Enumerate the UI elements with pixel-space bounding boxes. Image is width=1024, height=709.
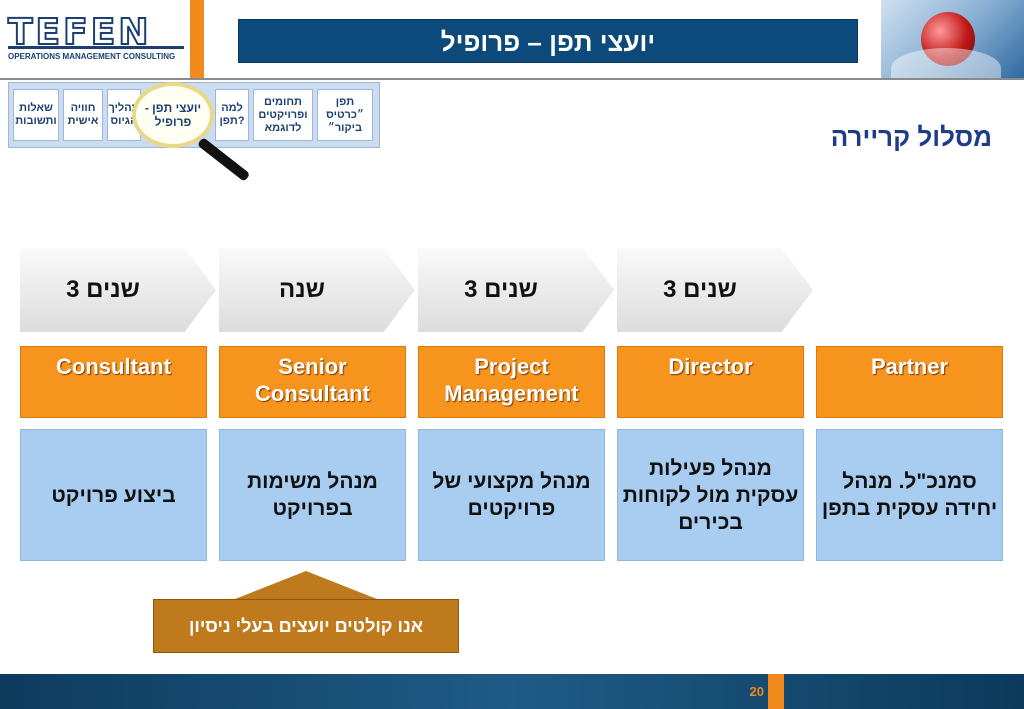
- footer-accent: [768, 674, 784, 709]
- hiring-message: אנו קולטים יועצים בעלי ניסיון: [153, 599, 459, 653]
- duration-chevron: 3 שנים: [20, 248, 216, 332]
- role-description: מנהל מקצועי של פרויקטים: [418, 429, 605, 561]
- role-senior-consultant: Senior Consultant: [219, 346, 406, 418]
- role-partner: Partner: [816, 346, 1003, 418]
- role-project-management: Project Management: [418, 346, 605, 418]
- nav-item-profile-current[interactable]: יועצי תפן - פרופיל: [132, 82, 214, 148]
- nav-item-projects[interactable]: תחומים ופרויקטים לדוגמא: [253, 89, 313, 141]
- footer-bar: [0, 674, 1024, 709]
- role-description: סמנכ"ל. מנהל יחידה עסקית בתפן: [816, 429, 1003, 561]
- apple-in-hands-image: [881, 0, 1024, 78]
- slide-title: יועצי תפן – פרופיל: [238, 19, 858, 63]
- nav-item-experience[interactable]: חוויה אישית: [63, 89, 103, 141]
- nav-item-why-tefen[interactable]: למה תפן?: [215, 89, 249, 141]
- role-description: ביצוע פרויקט: [20, 429, 207, 561]
- duration-chevron: 3 שנים: [617, 248, 813, 332]
- up-arrow-icon: [230, 571, 382, 601]
- section-title: מסלול קריירה: [830, 122, 992, 152]
- page-number: 20: [749, 684, 764, 699]
- apple-icon: [921, 12, 975, 66]
- role-description: מנהל פעילות עסקית מול לקוחות בכירים: [617, 429, 804, 561]
- nav-item-business-card[interactable]: תפן ״כרטיס ביקור״: [317, 89, 373, 141]
- role-description: מנהל משימות בפרויקט: [219, 429, 406, 561]
- duration-chevron: שנה: [219, 248, 415, 332]
- logo-subtitle: OPERATIONS MANAGEMENT CONSULTING: [8, 52, 176, 61]
- logo-wordmark: TEFEN: [7, 12, 152, 53]
- header-accent-bar: [190, 0, 204, 78]
- logo-underline: [8, 46, 184, 49]
- hands-icon: [891, 48, 1001, 78]
- duration-chevron: 3 שנים: [418, 248, 614, 332]
- nav-item-qa[interactable]: שאלות ותשובות: [13, 89, 59, 141]
- role-director: Director: [617, 346, 804, 418]
- role-consultant: Consultant: [20, 346, 207, 418]
